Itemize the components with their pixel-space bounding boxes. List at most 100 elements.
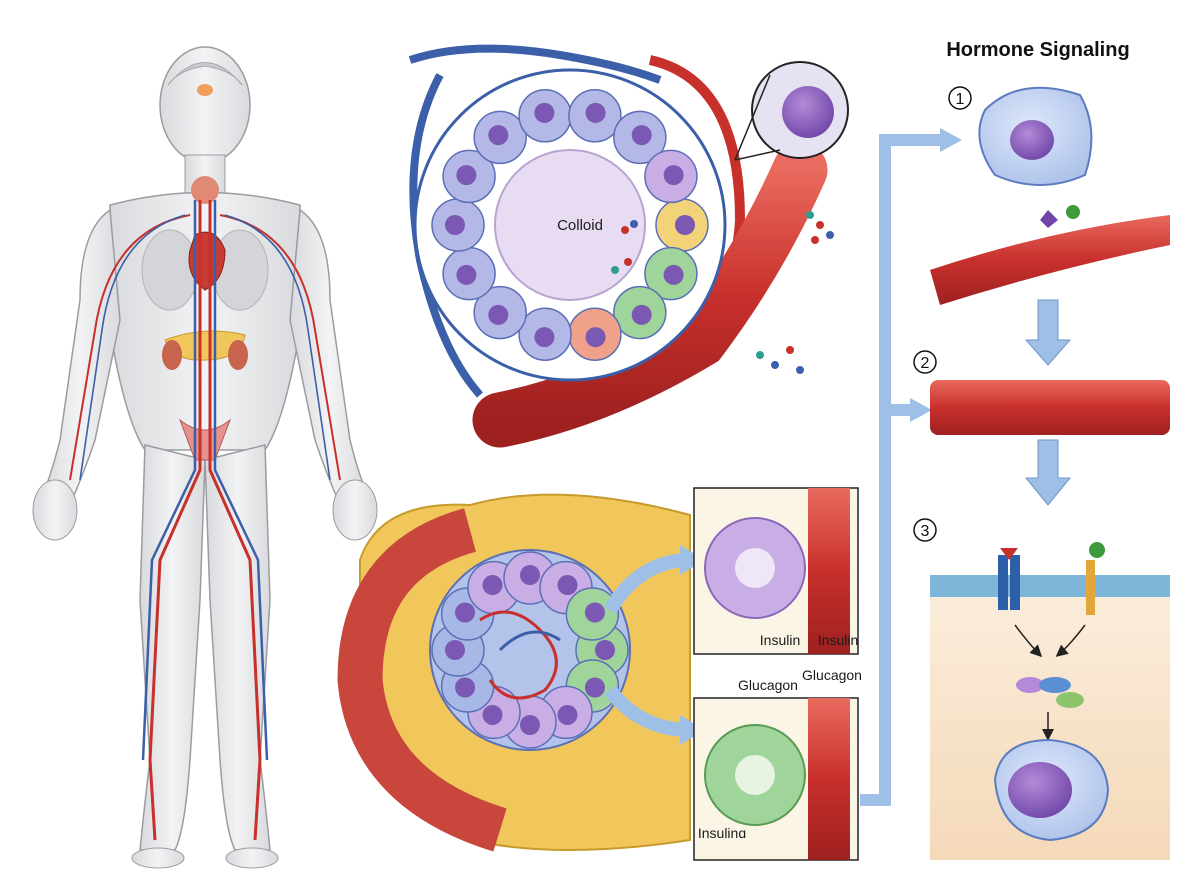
signal-arrow — [1014, 624, 1043, 658]
hormone-molecule — [1040, 210, 1058, 228]
magnifier-line — [734, 74, 771, 161]
left-arm — [289, 208, 372, 506]
follicular-cell-nucleus — [675, 215, 695, 235]
glucagon-vessel-label: Glucagon — [802, 667, 862, 683]
right-arm — [38, 208, 121, 506]
islet-cell-nucleus — [584, 677, 605, 698]
islet-capillaries — [479, 610, 558, 700]
right-hand — [32, 479, 78, 541]
cell-membrane — [930, 575, 1170, 597]
islet-cell-nucleus — [482, 704, 503, 725]
magnified-nucleus — [782, 86, 834, 138]
left-leg — [204, 444, 271, 851]
hormone-dot — [624, 258, 632, 266]
second-messenger — [1056, 692, 1084, 708]
beta-cluster-lumen — [735, 548, 775, 588]
left-foot — [225, 847, 279, 869]
step-1-marker — [948, 86, 972, 110]
hormone-molecule — [1066, 205, 1080, 219]
arrow-head — [910, 398, 932, 422]
page-title: Hormone Signaling — [946, 39, 1129, 61]
released-hormones-top — [756, 211, 834, 374]
alpha-cluster-lumen — [735, 755, 775, 795]
follicle-vein-top — [408, 44, 662, 84]
arrow-head — [680, 545, 705, 575]
colloid-lumen — [494, 149, 646, 301]
secreting-cell-nucleus — [1010, 120, 1054, 160]
receptor-blue — [1010, 555, 1020, 610]
signal-arrow — [1055, 624, 1086, 657]
beta-inset-vessel — [808, 488, 850, 654]
second-messenger — [1016, 677, 1044, 693]
target-cell-nucleus — [1008, 762, 1072, 818]
duodenum — [337, 508, 507, 852]
follicular-cell-nucleus — [631, 304, 652, 325]
arm-vein-left — [224, 214, 331, 481]
insulin-cell-label: Insulin — [760, 632, 800, 648]
down-arrow-1 — [1024, 299, 1072, 366]
islet-cell-nucleus — [557, 575, 578, 596]
islet-cell-nucleus — [584, 602, 605, 623]
circulation-path — [860, 134, 945, 806]
right-leg — [139, 444, 206, 851]
right-kidney — [162, 340, 182, 370]
islet-cell-nucleus — [445, 640, 465, 660]
step-2-marker — [913, 350, 937, 374]
left-hand — [332, 479, 378, 541]
follicular-cells — [431, 89, 709, 361]
follicular-cell-nucleus — [585, 102, 606, 123]
alpha-inset-vessel — [808, 698, 850, 860]
receptor-blue — [998, 555, 1008, 610]
second-messenger — [1039, 677, 1071, 693]
artery-line-left — [208, 200, 262, 841]
pituitary-gland — [197, 84, 213, 96]
right-lung — [141, 229, 199, 311]
arrow-to-beta-inset — [603, 553, 691, 614]
arrow-head — [680, 715, 705, 745]
follicular-cell-nucleus — [585, 327, 606, 348]
insulin-bottom-label: Insulinɑ — [698, 825, 746, 841]
right-foot — [131, 847, 185, 869]
follicular-cell-nucleus — [631, 125, 652, 146]
receptor-yellow — [1086, 560, 1095, 615]
islet-cell-nucleus — [520, 715, 540, 735]
vein-line-right — [141, 200, 197, 761]
blood-vessel-2 — [930, 380, 1170, 435]
capillary — [472, 142, 828, 448]
torso — [109, 191, 301, 451]
step-1-number: 1 — [956, 91, 965, 108]
islet-cell-nucleus — [455, 602, 476, 623]
step-3-marker — [913, 518, 937, 542]
islet-cell-nucleus — [557, 704, 578, 725]
islet-venule — [498, 630, 561, 652]
step-3-number: 3 — [921, 523, 930, 540]
hormone-signaling-panel: Hormone Signaling 1 2 3 — [913, 39, 1170, 860]
follicular-cell-nucleus — [488, 125, 509, 146]
glucagon-cell-label: Glucagon — [738, 677, 798, 693]
islet-cell-nucleus — [482, 575, 503, 596]
follicular-cell-nucleus — [534, 102, 555, 123]
follicular-cell-nucleus — [488, 304, 509, 325]
step-2-number: 2 — [921, 355, 930, 372]
arm-vein-right — [79, 214, 186, 481]
hormone-dot — [630, 220, 638, 228]
vein-line-left — [213, 200, 269, 761]
thyroid-follicle-panel: Colloid — [408, 44, 849, 448]
pancreas-panel: Insulin Insulin Glucagon Glucagon Insuli… — [337, 487, 862, 861]
follicular-cell-nucleus — [663, 165, 684, 186]
islet-cell-nucleus — [455, 677, 476, 698]
colloid-label: Colloid — [557, 217, 603, 234]
human-body-figure — [32, 46, 378, 869]
islet-cell-nucleus — [520, 565, 540, 585]
magnifier-line — [734, 149, 781, 161]
arrow-head — [940, 128, 962, 152]
left-kidney — [228, 340, 248, 370]
islet-cell-nucleus — [595, 640, 615, 660]
follicular-cell-nucleus — [456, 264, 477, 285]
bound-hormone — [1089, 542, 1105, 558]
follicular-cell-nucleus — [534, 327, 555, 348]
down-arrow-2 — [1024, 439, 1072, 506]
follicular-cell-nucleus — [456, 165, 477, 186]
